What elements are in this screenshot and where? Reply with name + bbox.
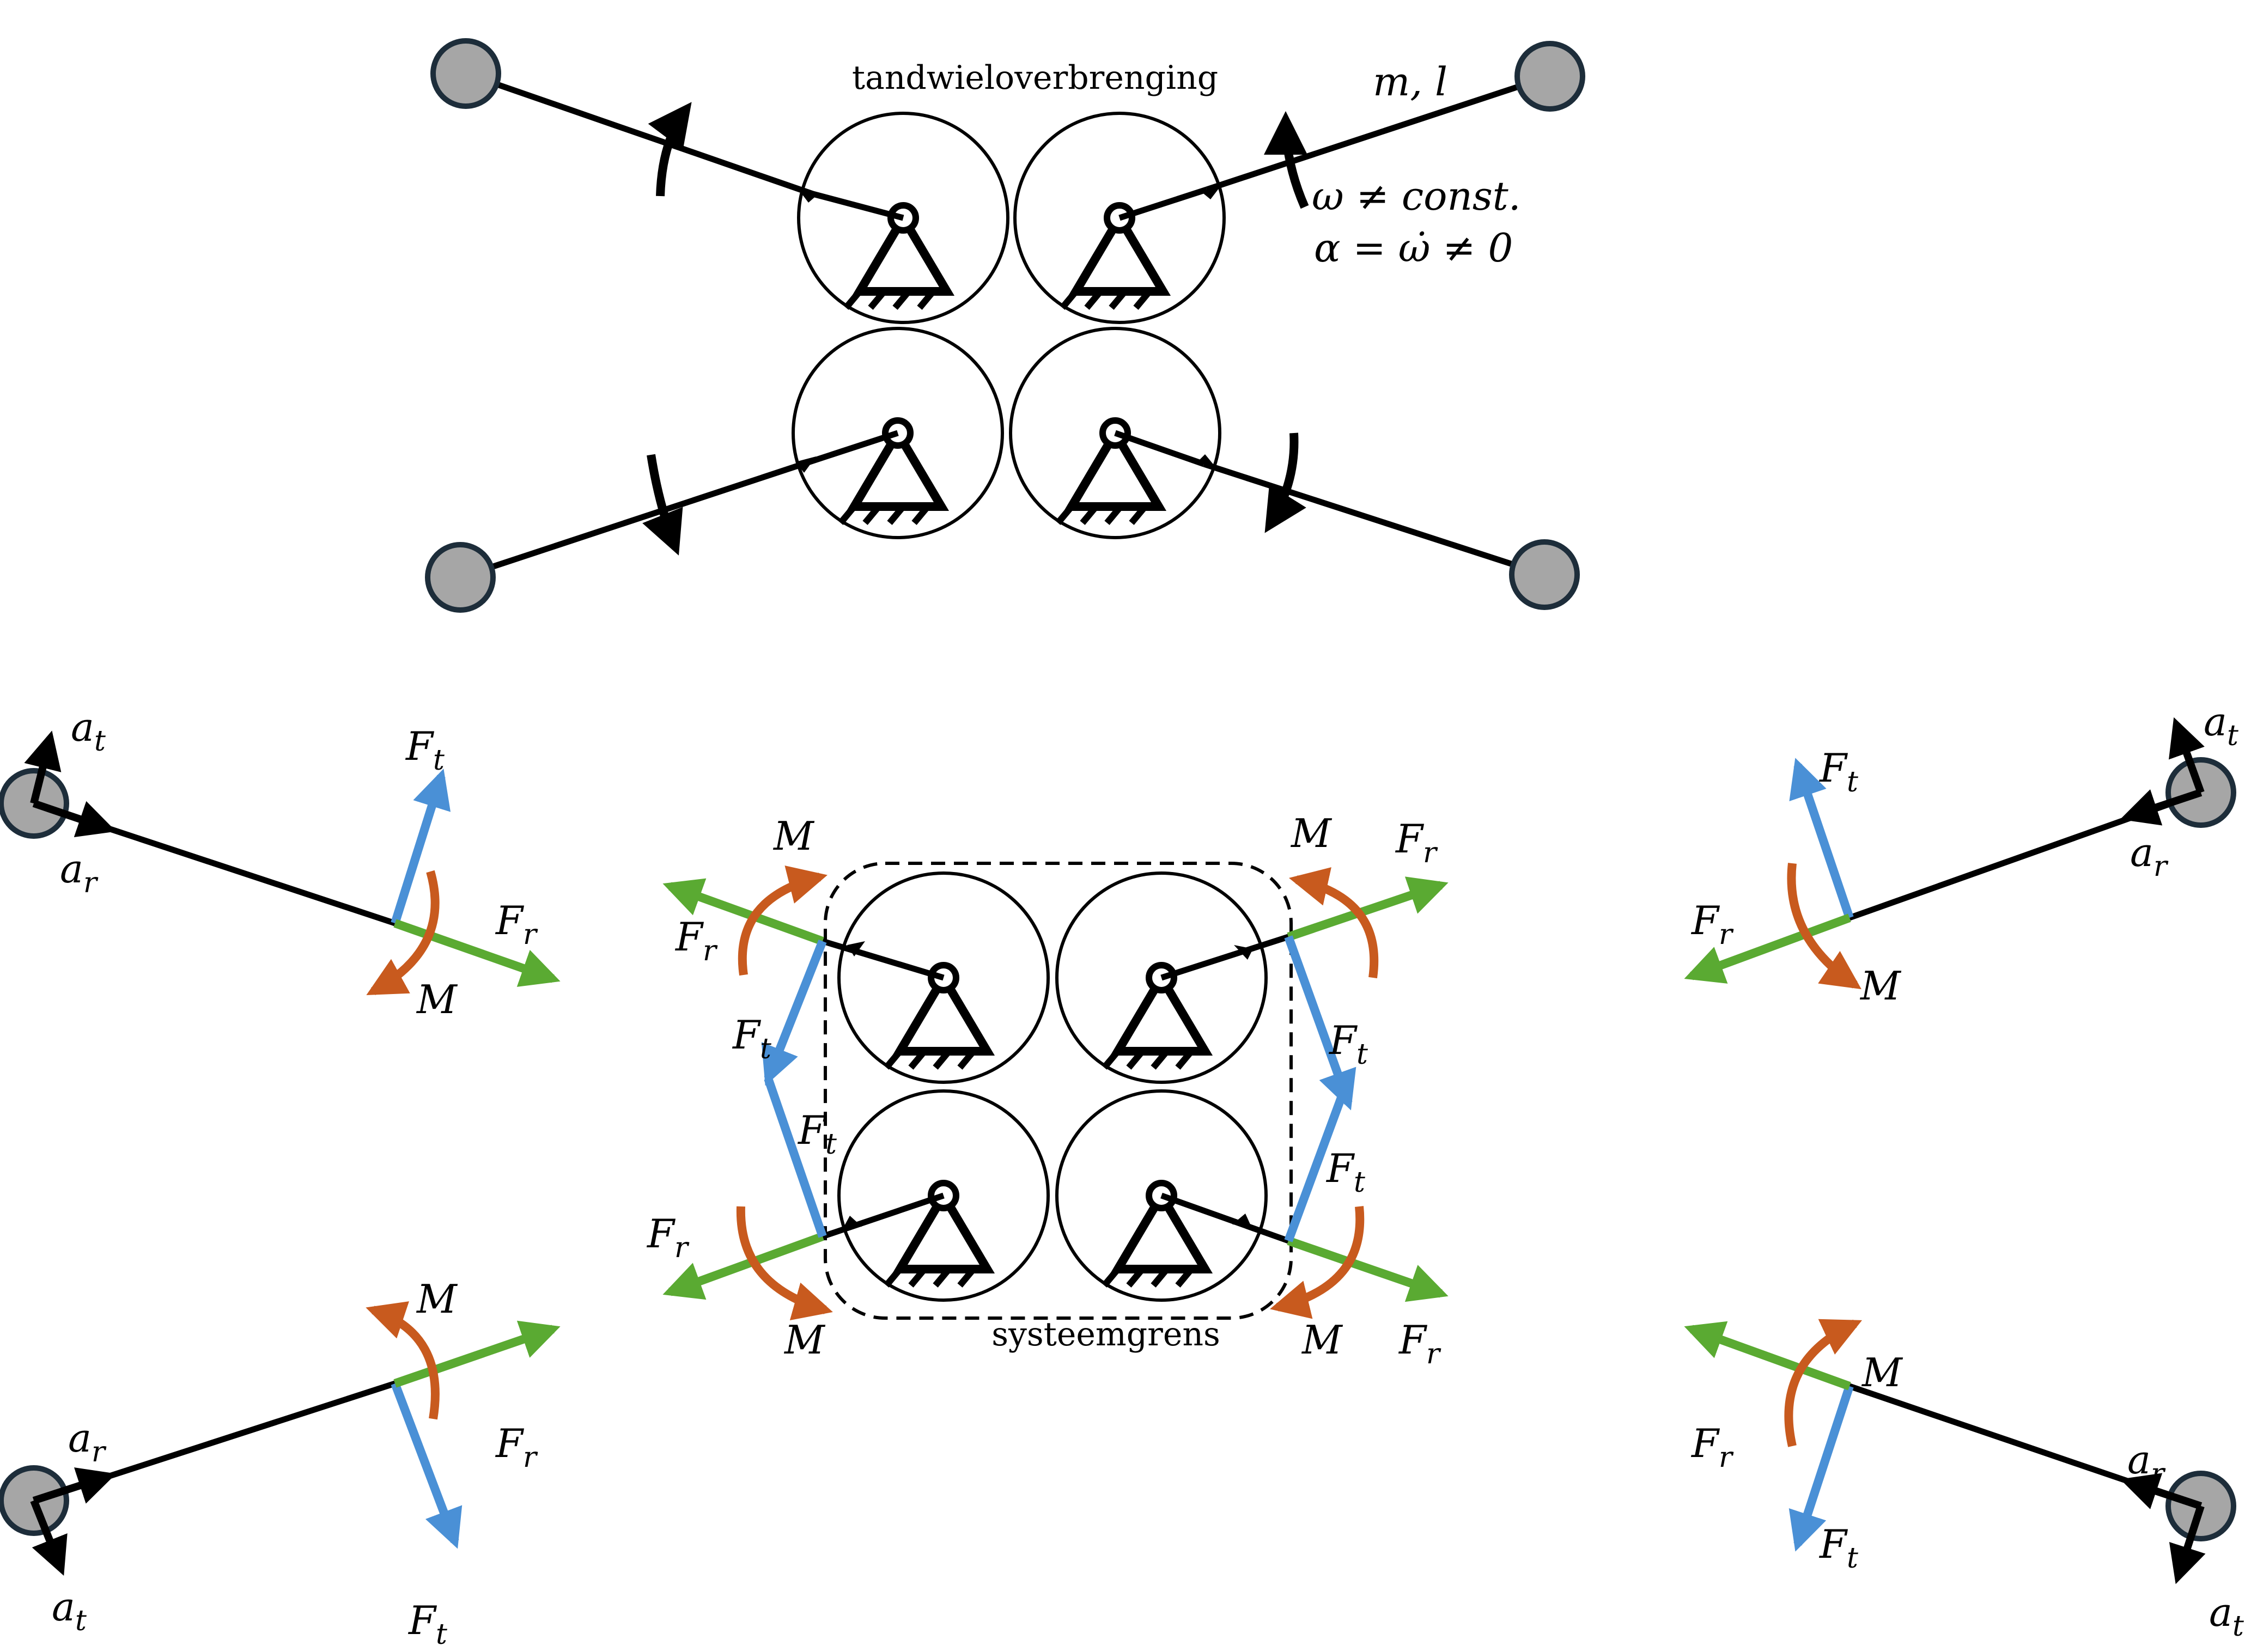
top-rotation-arrows [642,102,1309,556]
moment-label: M [1290,810,1333,856]
bob-mass-icon [1517,44,1583,109]
center-radial-forces [662,876,1449,1302]
curved-arrow-icon [642,454,683,556]
curved-arrow-icon [648,102,692,197]
tangential-force-label: Ft [1818,1521,1858,1575]
bob-mass-icon [1512,542,1577,607]
moment-label: M [416,977,458,1022]
radial-accel-label: ar [2127,1437,2166,1490]
tangential-force-label: Ft [1818,745,1858,798]
radial-force-label: Fr [1398,1317,1441,1370]
diagram-title: tandwieloverbrenging [852,59,1218,97]
tangential-force-label: Ft [407,1598,447,1651]
radial-force-label: Fr [495,1421,538,1474]
moment-label: M [1861,1350,1903,1395]
radial-force-label: Fr [1395,816,1438,869]
mass-length-label: m, l [1373,59,1447,105]
fbd-bottom-right [1684,1319,2234,1584]
radial-accel-label: ar [60,846,99,899]
tangential-accel-label: at [2204,699,2238,752]
radial-force-label: Fr [1690,898,1734,951]
alpha-label: α = ω̇ ≠ 0 [1314,225,1513,271]
system-boundary [824,862,1293,1320]
top-pendulum-rods [459,70,1551,581]
tangential-force-label: Ft [405,723,445,777]
curved-arrow-icon [1264,111,1309,209]
moment-label: M [772,813,815,859]
tangential-accel-label: at [2209,1589,2244,1643]
tangential-accel-label: at [71,704,106,758]
tangential-force-label: Ft [1325,1145,1365,1199]
moment-label: M [416,1276,458,1322]
radial-accel-label: ar [68,1415,107,1468]
top-bobs [428,41,1583,610]
moment-label: M [1301,1317,1343,1363]
radial-force-label: Fr [674,914,718,967]
tangential-force-label: Ft [732,1012,771,1065]
top-gear-assembly [793,113,1224,538]
omega-label: ω ≠ const. [1312,173,1521,219]
center-rod-stubs [822,934,1289,1244]
center-moments [736,865,1379,1321]
moment-label: M [783,1317,826,1363]
fbd-top-left [1,730,561,996]
bob-mass-icon [428,545,493,610]
fbd-top-right [1684,717,2234,990]
tangential-force-label: Ft [1328,1017,1368,1071]
radial-force-label: Fr [646,1211,690,1264]
tangential-accel-label: at [52,1584,87,1637]
fbd-bottom-left [1,1301,561,1576]
radial-force-label: Fr [1690,1421,1734,1474]
center-tangential-forces [761,935,1356,1242]
tangential-force-label: Ft [797,1107,837,1161]
center-gear-assembly [839,873,1266,1300]
radial-force-label: Fr [495,898,538,951]
bob-mass-icon [433,41,498,106]
radial-accel-label: ar [2130,830,2169,883]
system-boundary-label: systeemgrens [991,1315,1220,1354]
curved-arrow-icon [1264,432,1306,533]
moment-label: M [1859,963,1902,1009]
